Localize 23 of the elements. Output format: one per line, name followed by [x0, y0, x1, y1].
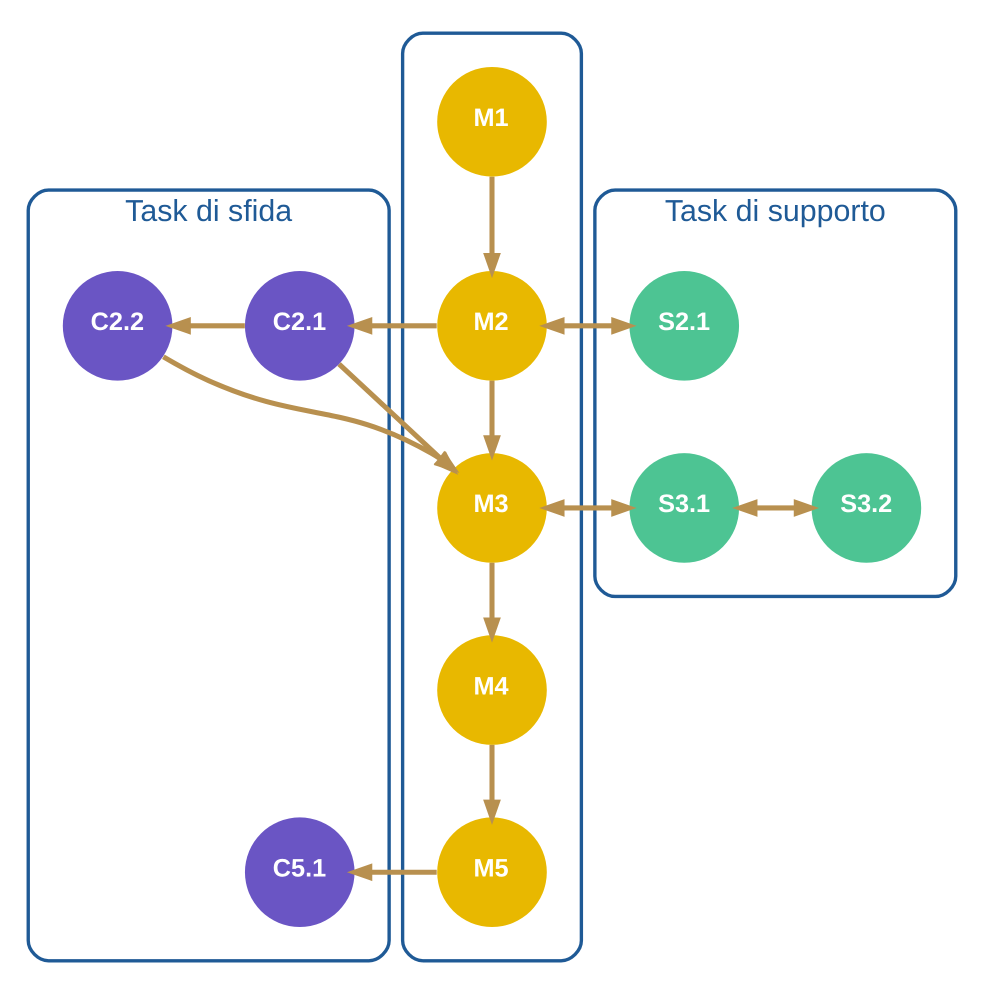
- node-circle: M4: [437, 635, 547, 745]
- arrow: [483, 562, 501, 643]
- arrow: [732, 499, 820, 517]
- arrow: [483, 380, 501, 461]
- arrow: [539, 499, 637, 517]
- node-circle: S3.1: [629, 453, 740, 563]
- arrow: [483, 176, 501, 278]
- node-circle: M3: [437, 453, 547, 563]
- node-circle: S2.1: [629, 271, 740, 381]
- arrow: [346, 863, 437, 882]
- node-circle: S3.2: [812, 453, 922, 563]
- node-circle: M1: [437, 66, 547, 177]
- arrow: [346, 316, 437, 335]
- arrow: [483, 744, 501, 825]
- node-circle: C2.2: [62, 271, 172, 381]
- arrow: [539, 316, 637, 335]
- arrow: [162, 354, 460, 473]
- node-circle: M5: [437, 817, 547, 928]
- node-circle: C5.1: [244, 817, 355, 928]
- node-circle: C2.1: [244, 271, 355, 381]
- cluster: [400, 32, 584, 962]
- arrow: [165, 316, 245, 335]
- node-circle: M2: [437, 271, 547, 381]
